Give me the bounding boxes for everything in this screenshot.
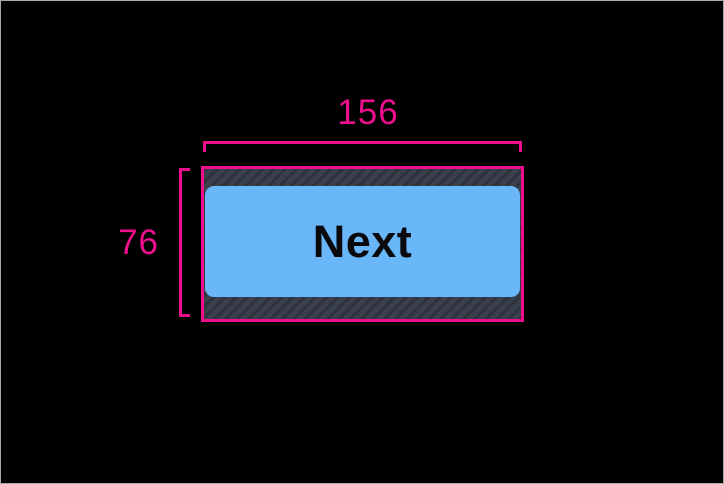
width-dimension-label: 156 xyxy=(337,93,399,132)
next-button-label: Next xyxy=(312,215,413,267)
width-dimension-bracket xyxy=(203,141,522,152)
next-button[interactable]: Next xyxy=(205,186,520,297)
height-dimension-bracket xyxy=(179,168,190,317)
touch-target-area: Next xyxy=(201,166,524,322)
height-dimension-label: 76 xyxy=(118,223,159,262)
